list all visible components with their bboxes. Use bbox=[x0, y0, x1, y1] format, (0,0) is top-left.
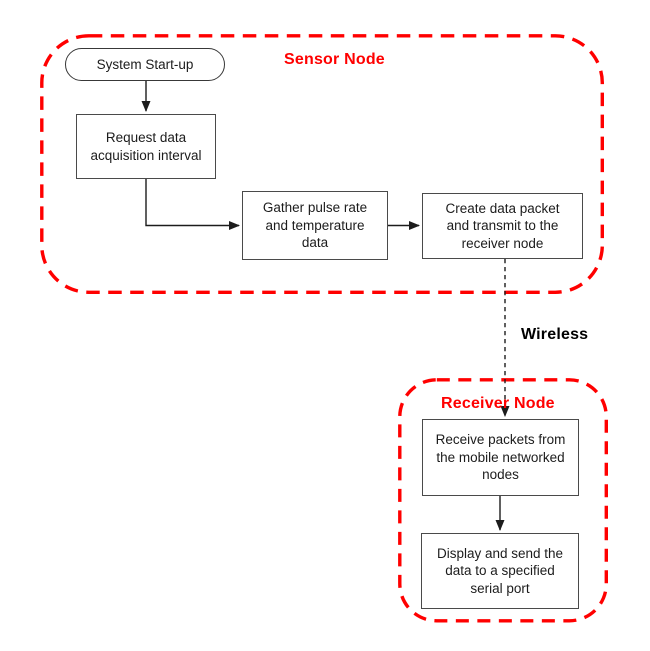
process-create-packet-text: Create data packet and transmit to the r… bbox=[445, 200, 560, 251]
process-request-interval-text: Request data acquisition interval bbox=[90, 129, 202, 163]
process-receive-packets: Receive packets from the mobile networke… bbox=[422, 419, 579, 496]
process-display-send-text: Display and send the data to a specified… bbox=[436, 545, 564, 596]
process-gather-data: Gather pulse rate and temperature data bbox=[242, 191, 388, 260]
process-receive-packets-text: Receive packets from the mobile networke… bbox=[435, 432, 566, 483]
process-request-interval: Request data acquisition interval bbox=[76, 114, 216, 179]
arrow-request-to-gather bbox=[145, 179, 240, 230]
receiver-node-label: Receiver Node bbox=[441, 395, 555, 412]
process-create-packet: Create data packet and transmit to the r… bbox=[422, 193, 583, 259]
process-gather-data-text: Gather pulse rate and temperature data bbox=[262, 200, 368, 251]
process-display-send: Display and send the data to a specified… bbox=[421, 533, 579, 609]
terminator-system-startup: System Start-up bbox=[65, 48, 225, 81]
terminator-system-startup-text: System Start-up bbox=[96, 56, 194, 72]
wireless-label: Wireless bbox=[521, 326, 589, 343]
sensor-node-label: Sensor Node bbox=[284, 51, 385, 68]
